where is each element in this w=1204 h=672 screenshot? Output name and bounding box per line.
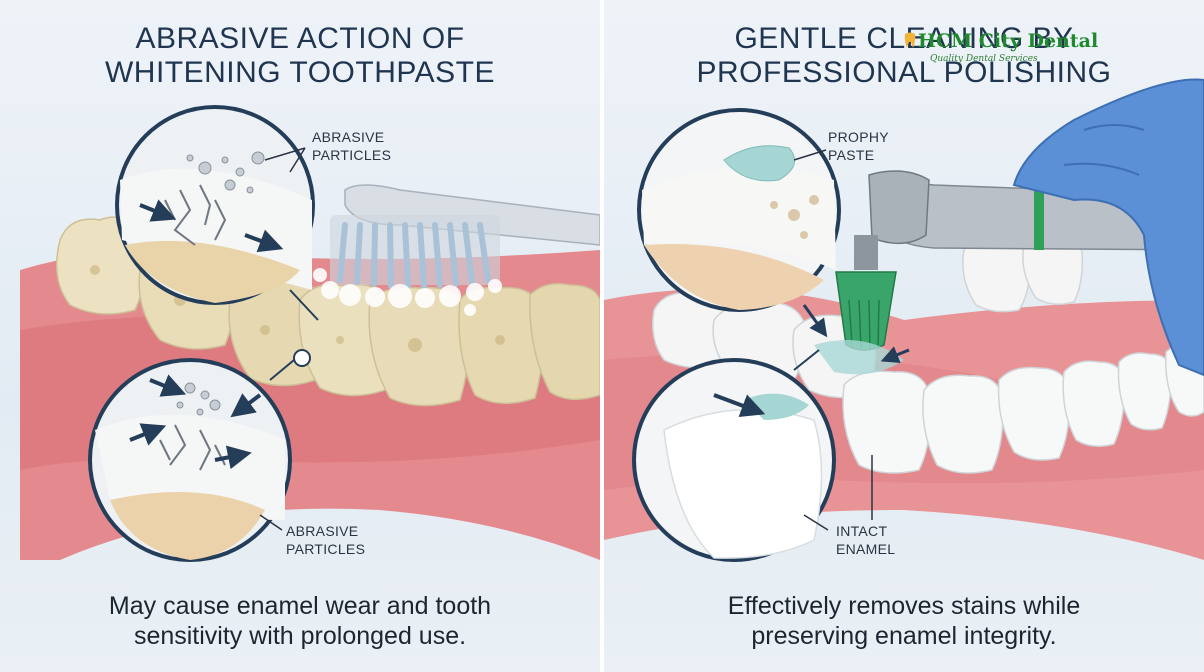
magnifier-bottom [88, 358, 292, 562]
label-prophy-paste: PROPHY PASTE [828, 128, 889, 164]
panel-divider [600, 0, 604, 672]
pointer-dot [293, 349, 311, 367]
left-caption-line2: sensitivity with prolonged use. [133, 622, 467, 650]
left-caption-line1: May cause enamel wear and tooth [108, 592, 492, 620]
tooth-logo-icon [904, 32, 916, 48]
prophy-cup-bristles [848, 299, 880, 351]
label-line: ABRASIVE [312, 129, 385, 145]
toothbrush [313, 184, 600, 316]
prophy-handpiece [814, 170, 1204, 375]
glove-shading [1063, 124, 1145, 176]
watermark-tagline: Quality Dental Services [930, 54, 1038, 64]
pointer-line-2 [289, 289, 319, 321]
toothpaste-illustration [20, 105, 600, 562]
label-line: PASTE [828, 147, 875, 163]
right-caption-line2: preserving enamel integrity. [751, 622, 1057, 650]
pointer-arrow [802, 304, 828, 338]
label-abrasive-particles-bottom: ABRASIVE PARTICLES [286, 522, 365, 558]
toothpaste-panel: ABRASIVE ACTION OF WHITENING TOOTHPASTE … [0, 0, 600, 672]
foam-bubbles [313, 268, 502, 316]
watermark-logo: HCM City Dental Quality Dental Services [904, 30, 1098, 68]
magnifier-top [115, 105, 315, 305]
label-line: INTACT [836, 523, 888, 539]
right-caption-line1: Effectively removes stains while [727, 592, 1081, 620]
magnifier-top [637, 108, 841, 312]
pointer-arrow-2 [880, 346, 910, 364]
label-line: PARTICLES [286, 541, 366, 557]
label-line: ABRASIVE [286, 523, 359, 539]
toothbrush-bristles [337, 222, 491, 289]
magnifier-bottom [632, 358, 836, 562]
label-line: PROPHY [828, 129, 889, 145]
right-title-line1: GENTLE CLEANING BY [734, 22, 1074, 55]
watermark-name: HCM City Dental [918, 30, 1099, 52]
handpiece-ring [1034, 188, 1044, 250]
label-leader-bottom [259, 514, 283, 531]
polishing-panel: GENTLE CLEANING BY PROFESSIONAL POLISHIN… [604, 0, 1204, 672]
label-leader-top [793, 149, 827, 161]
pointer-line [793, 349, 820, 371]
left-title-line1: ABRASIVE ACTION OF [135, 22, 465, 55]
handpiece-head [868, 170, 930, 244]
right-title-line2: PROFESSIONAL POLISHING [696, 56, 1112, 89]
polishing-illustration [604, 78, 1204, 562]
label-line: PARTICLES [312, 147, 392, 163]
label-line: ENAMEL [836, 541, 896, 557]
label-intact-enamel: INTACT ENAMEL [836, 522, 895, 558]
label-leader-bottom [803, 514, 829, 531]
tooth-front-3 [529, 283, 600, 401]
gloved-hand [1012, 78, 1204, 377]
handpiece-neck [854, 235, 878, 270]
label-abrasive-particles-top: ABRASIVE PARTICLES [312, 128, 391, 164]
label-leader-top [264, 147, 306, 173]
left-title-line2: WHITENING TOOTHPASTE [104, 56, 496, 89]
